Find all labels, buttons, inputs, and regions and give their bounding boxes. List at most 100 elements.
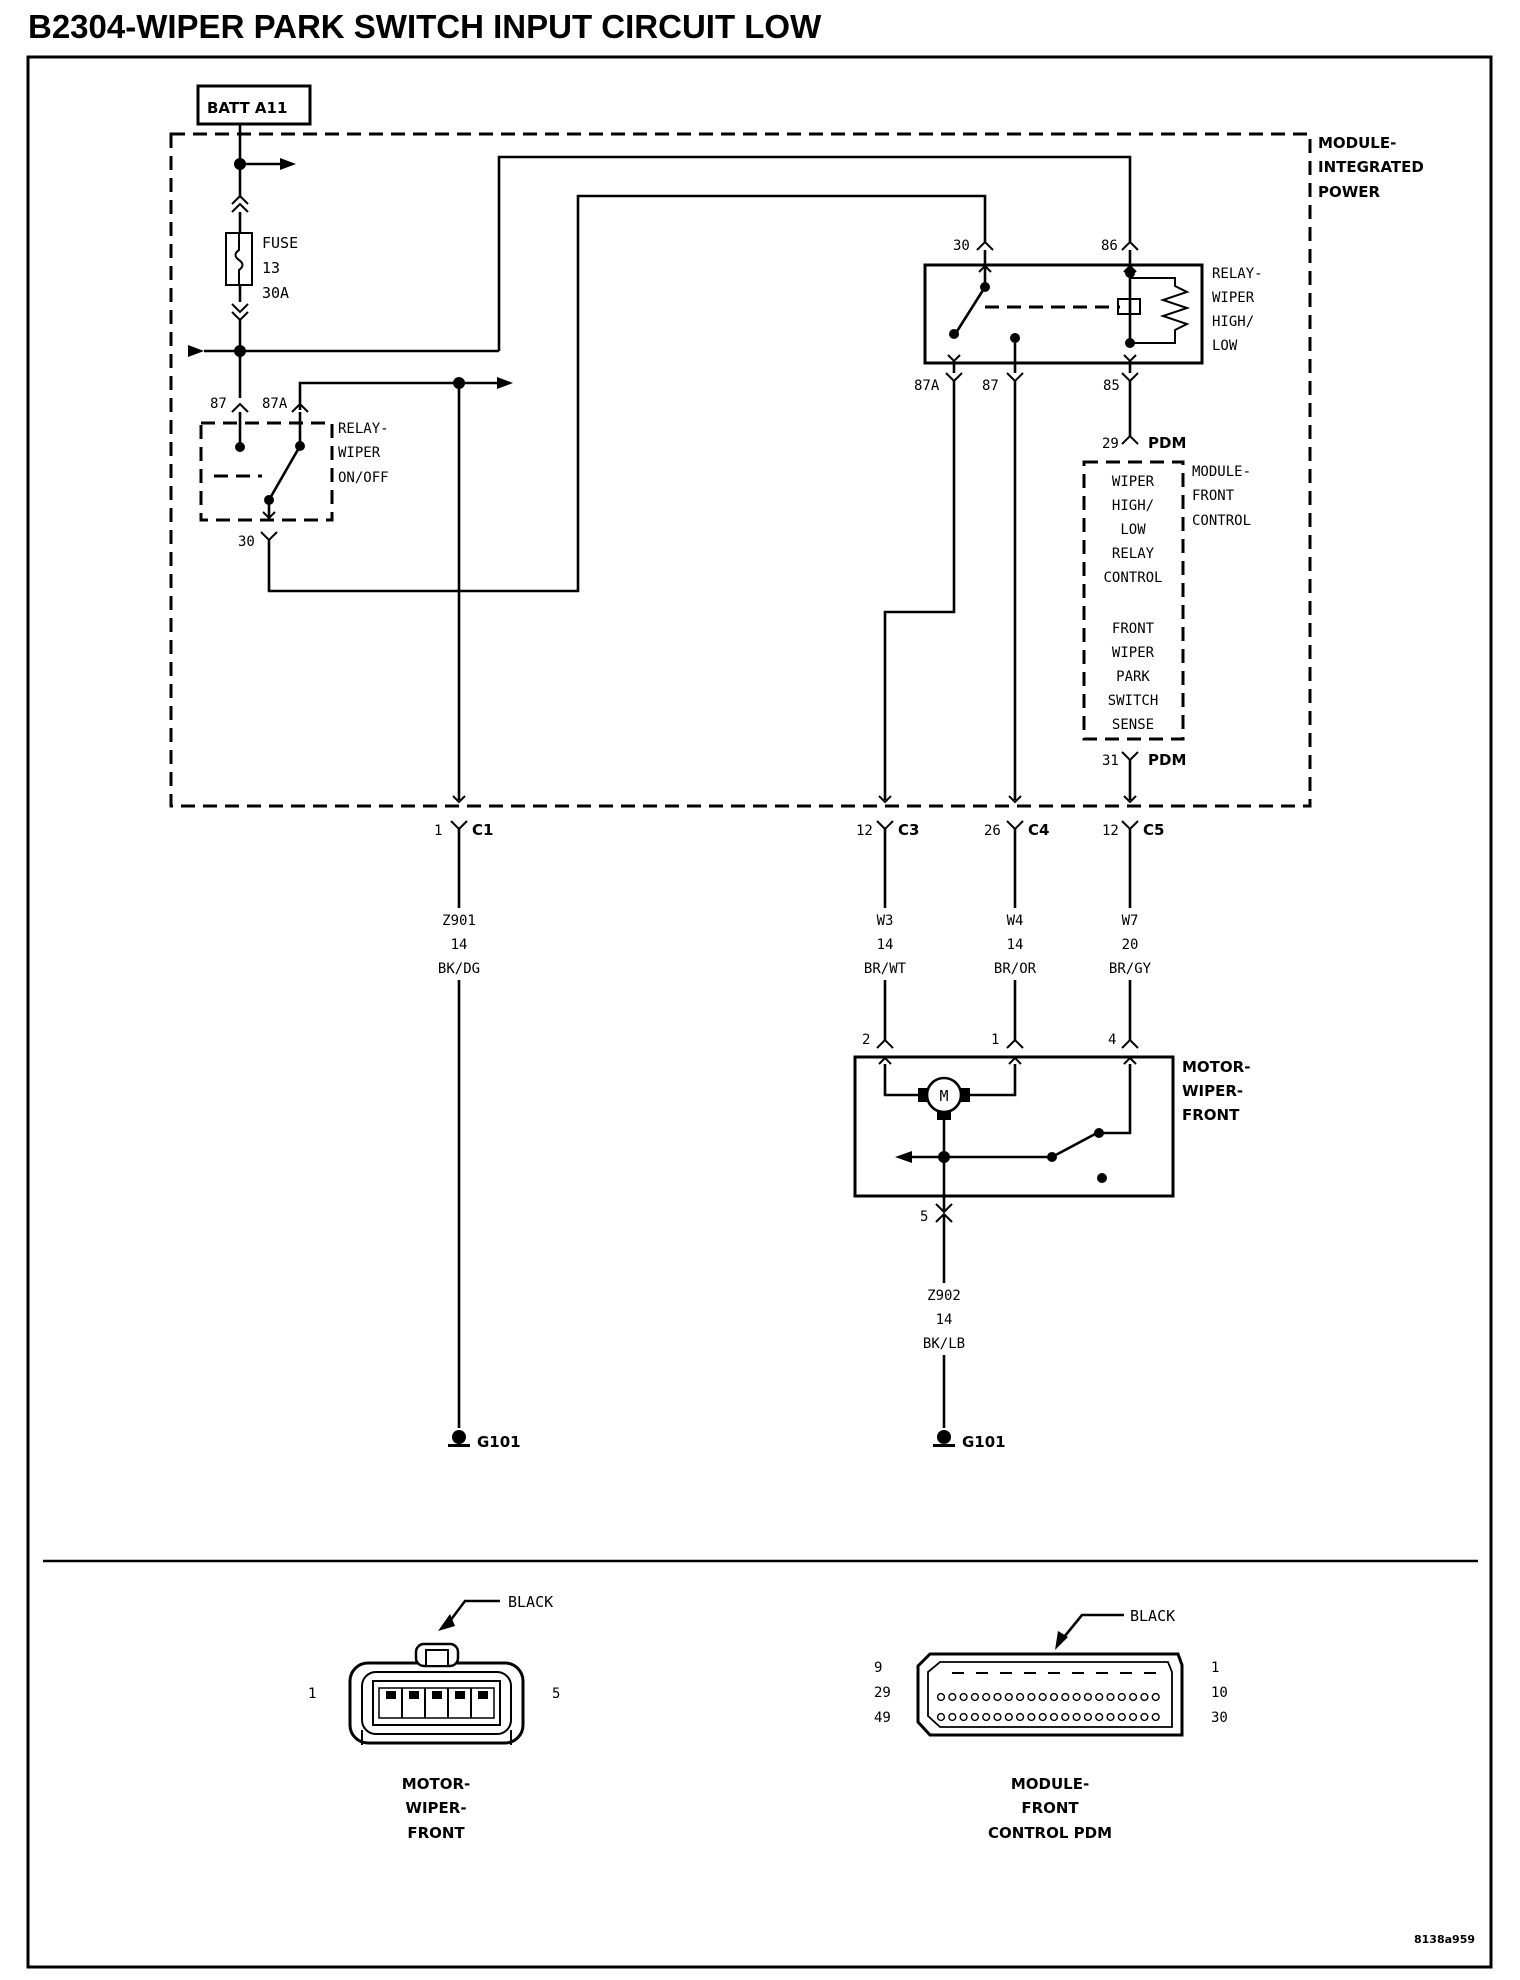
connector-pin-cavity (1151, 1692, 1160, 1702)
svg-text:20: 20 (1122, 937, 1139, 953)
svg-text:CONTROL: CONTROL (1103, 570, 1162, 586)
connector-pin-cavity (1095, 1712, 1104, 1722)
motor-pin1: 1 (991, 1032, 999, 1048)
module-connector-pins-left: 9 29 49 (874, 1660, 891, 1726)
svg-text:RELAY-: RELAY- (1212, 266, 1263, 282)
fuse-label: FUSE 13 30A (262, 234, 298, 302)
connector-pin-cavity (1061, 1712, 1070, 1722)
wire-label-z902: Z902 14 BK/LB (923, 1288, 965, 1352)
svg-text:BK/DG: BK/DG (438, 961, 480, 977)
svg-text:CONTROL PDM: CONTROL PDM (988, 1824, 1112, 1842)
motor-connector-view (348, 1642, 525, 1745)
wire-to-pin30 (267, 194, 987, 593)
svg-text:LOW: LOW (1120, 522, 1146, 538)
connector-pin-cavity (1049, 1692, 1059, 1702)
motor-connector-color: BLACK (508, 1593, 553, 1611)
connector-pin-cavity (1027, 1712, 1036, 1722)
relay-highlow-pin87a: 87A (914, 378, 940, 394)
svg-text:G101: G101 (962, 1433, 1006, 1451)
svg-text:INTEGRATED: INTEGRATED (1318, 158, 1424, 176)
svg-text:49: 49 (874, 1710, 891, 1726)
relay-highlow-pin30: 30 (953, 238, 970, 254)
svg-text:W3: W3 (877, 913, 894, 929)
svg-text:14: 14 (936, 1312, 953, 1328)
connector-pin-cavity (982, 1712, 991, 1722)
connector-pin-cavity (948, 1692, 957, 1702)
svg-text:1: 1 (1211, 1660, 1219, 1676)
pdm-pin31-suffix: PDM (1148, 751, 1186, 769)
svg-text:14: 14 (451, 937, 468, 953)
ground-g101-left: G101 (448, 1430, 521, 1451)
svg-text:Z902: Z902 (927, 1288, 961, 1304)
connector-pin-cavity (1117, 1692, 1126, 1702)
svg-text:HIGH/: HIGH/ (1212, 314, 1254, 330)
module-integrated-power-label: MODULE- INTEGRATED POWER (1318, 134, 1424, 201)
svg-text:POWER: POWER (1318, 183, 1381, 201)
batt-label: BATT A11 (207, 99, 287, 117)
svg-text:12: 12 (856, 823, 873, 839)
connector-c5: 12 C5 (1102, 820, 1164, 839)
svg-text:SWITCH: SWITCH (1108, 693, 1159, 709)
connector-pin-cavity (1004, 1712, 1013, 1722)
motor-pin2: 2 (862, 1032, 870, 1048)
connector-pin-cavity (1027, 1692, 1036, 1702)
relay-onoff-label: RELAY- WIPER ON/OFF (338, 421, 389, 486)
motor-connector-caption: MOTOR- WIPER- FRONT (402, 1775, 470, 1842)
wire-87a-to-c3 (883, 381, 956, 800)
svg-text:MOTOR-: MOTOR- (402, 1775, 470, 1793)
relay-onoff-pin30: 30 (238, 534, 255, 550)
svg-text:MODULE-: MODULE- (1011, 1775, 1089, 1793)
svg-text:WIPER: WIPER (338, 445, 381, 461)
svg-text:ON/OFF: ON/OFF (338, 470, 389, 486)
connector-pin-cavity (1004, 1692, 1013, 1702)
connector-pin-cavity (982, 1692, 991, 1702)
connector-pin-cavity (948, 1712, 957, 1722)
connector-c4: 26 C4 (984, 820, 1049, 839)
svg-text:FRONT: FRONT (1021, 1799, 1079, 1817)
connector-pin-cavity (1038, 1692, 1047, 1702)
relay-highlow-pin85: 85 (1103, 378, 1120, 394)
connector-pin-cavity (1140, 1692, 1149, 1702)
svg-text:C4: C4 (1028, 821, 1049, 839)
connector-pin-cavity (970, 1692, 980, 1702)
svg-text:WIPER-: WIPER- (405, 1799, 466, 1817)
connector-pin-cavity (959, 1712, 968, 1722)
connector-pin-cavity (993, 1692, 1002, 1702)
svg-text:C5: C5 (1143, 821, 1164, 839)
svg-text:G101: G101 (477, 1433, 521, 1451)
pdm-pin29-suffix: PDM (1148, 434, 1186, 452)
ground-g101-right: G101 (933, 1430, 1006, 1451)
wire-to-pin86 (497, 155, 1132, 351)
svg-text:WIPER: WIPER (1112, 474, 1155, 490)
relay-highlow-pin87: 87 (982, 378, 999, 394)
wire-label-z901: Z901 14 BK/DG (438, 913, 480, 977)
resistor-icon (1130, 277, 1191, 344)
relay-onoff-pin87a: 87A (262, 396, 288, 412)
svg-text:26: 26 (984, 823, 1001, 839)
connector-c1: 1 C1 (434, 820, 493, 839)
connector-pin-cavity (993, 1712, 1002, 1722)
motor-pin4: 4 (1108, 1032, 1116, 1048)
svg-text:MOTOR-: MOTOR- (1182, 1058, 1250, 1076)
connector-pin-cavity (1140, 1712, 1149, 1722)
motor-connector-pin-left: 1 (308, 1686, 316, 1702)
module-connector-pins-right: 1 10 30 (1211, 1660, 1228, 1726)
module-front-control-box (1082, 460, 1185, 741)
connector-pin-cavity (1072, 1712, 1081, 1722)
module-connector-view (916, 1652, 1184, 1737)
connector-pin-cavity (1061, 1692, 1070, 1702)
svg-text:12: 12 (1102, 823, 1119, 839)
svg-text:BR/OR: BR/OR (994, 961, 1037, 977)
svg-text:1: 1 (434, 823, 442, 839)
module-integrated-power-boundary (169, 132, 1312, 808)
arrow-left-icon (895, 1151, 912, 1163)
relay-onoff-box (199, 421, 334, 522)
pointer-arrow-icon (1055, 1631, 1068, 1650)
wire-label-w4: W4 14 BR/OR (994, 913, 1037, 977)
motor-connector-pin-right: 5 (552, 1686, 560, 1702)
connector-pin-cavity (1015, 1692, 1025, 1702)
svg-text:BR/WT: BR/WT (864, 961, 907, 977)
svg-text:29: 29 (874, 1685, 891, 1701)
module-connector-color: BLACK (1130, 1607, 1175, 1625)
svg-text:LOW: LOW (1212, 338, 1238, 354)
